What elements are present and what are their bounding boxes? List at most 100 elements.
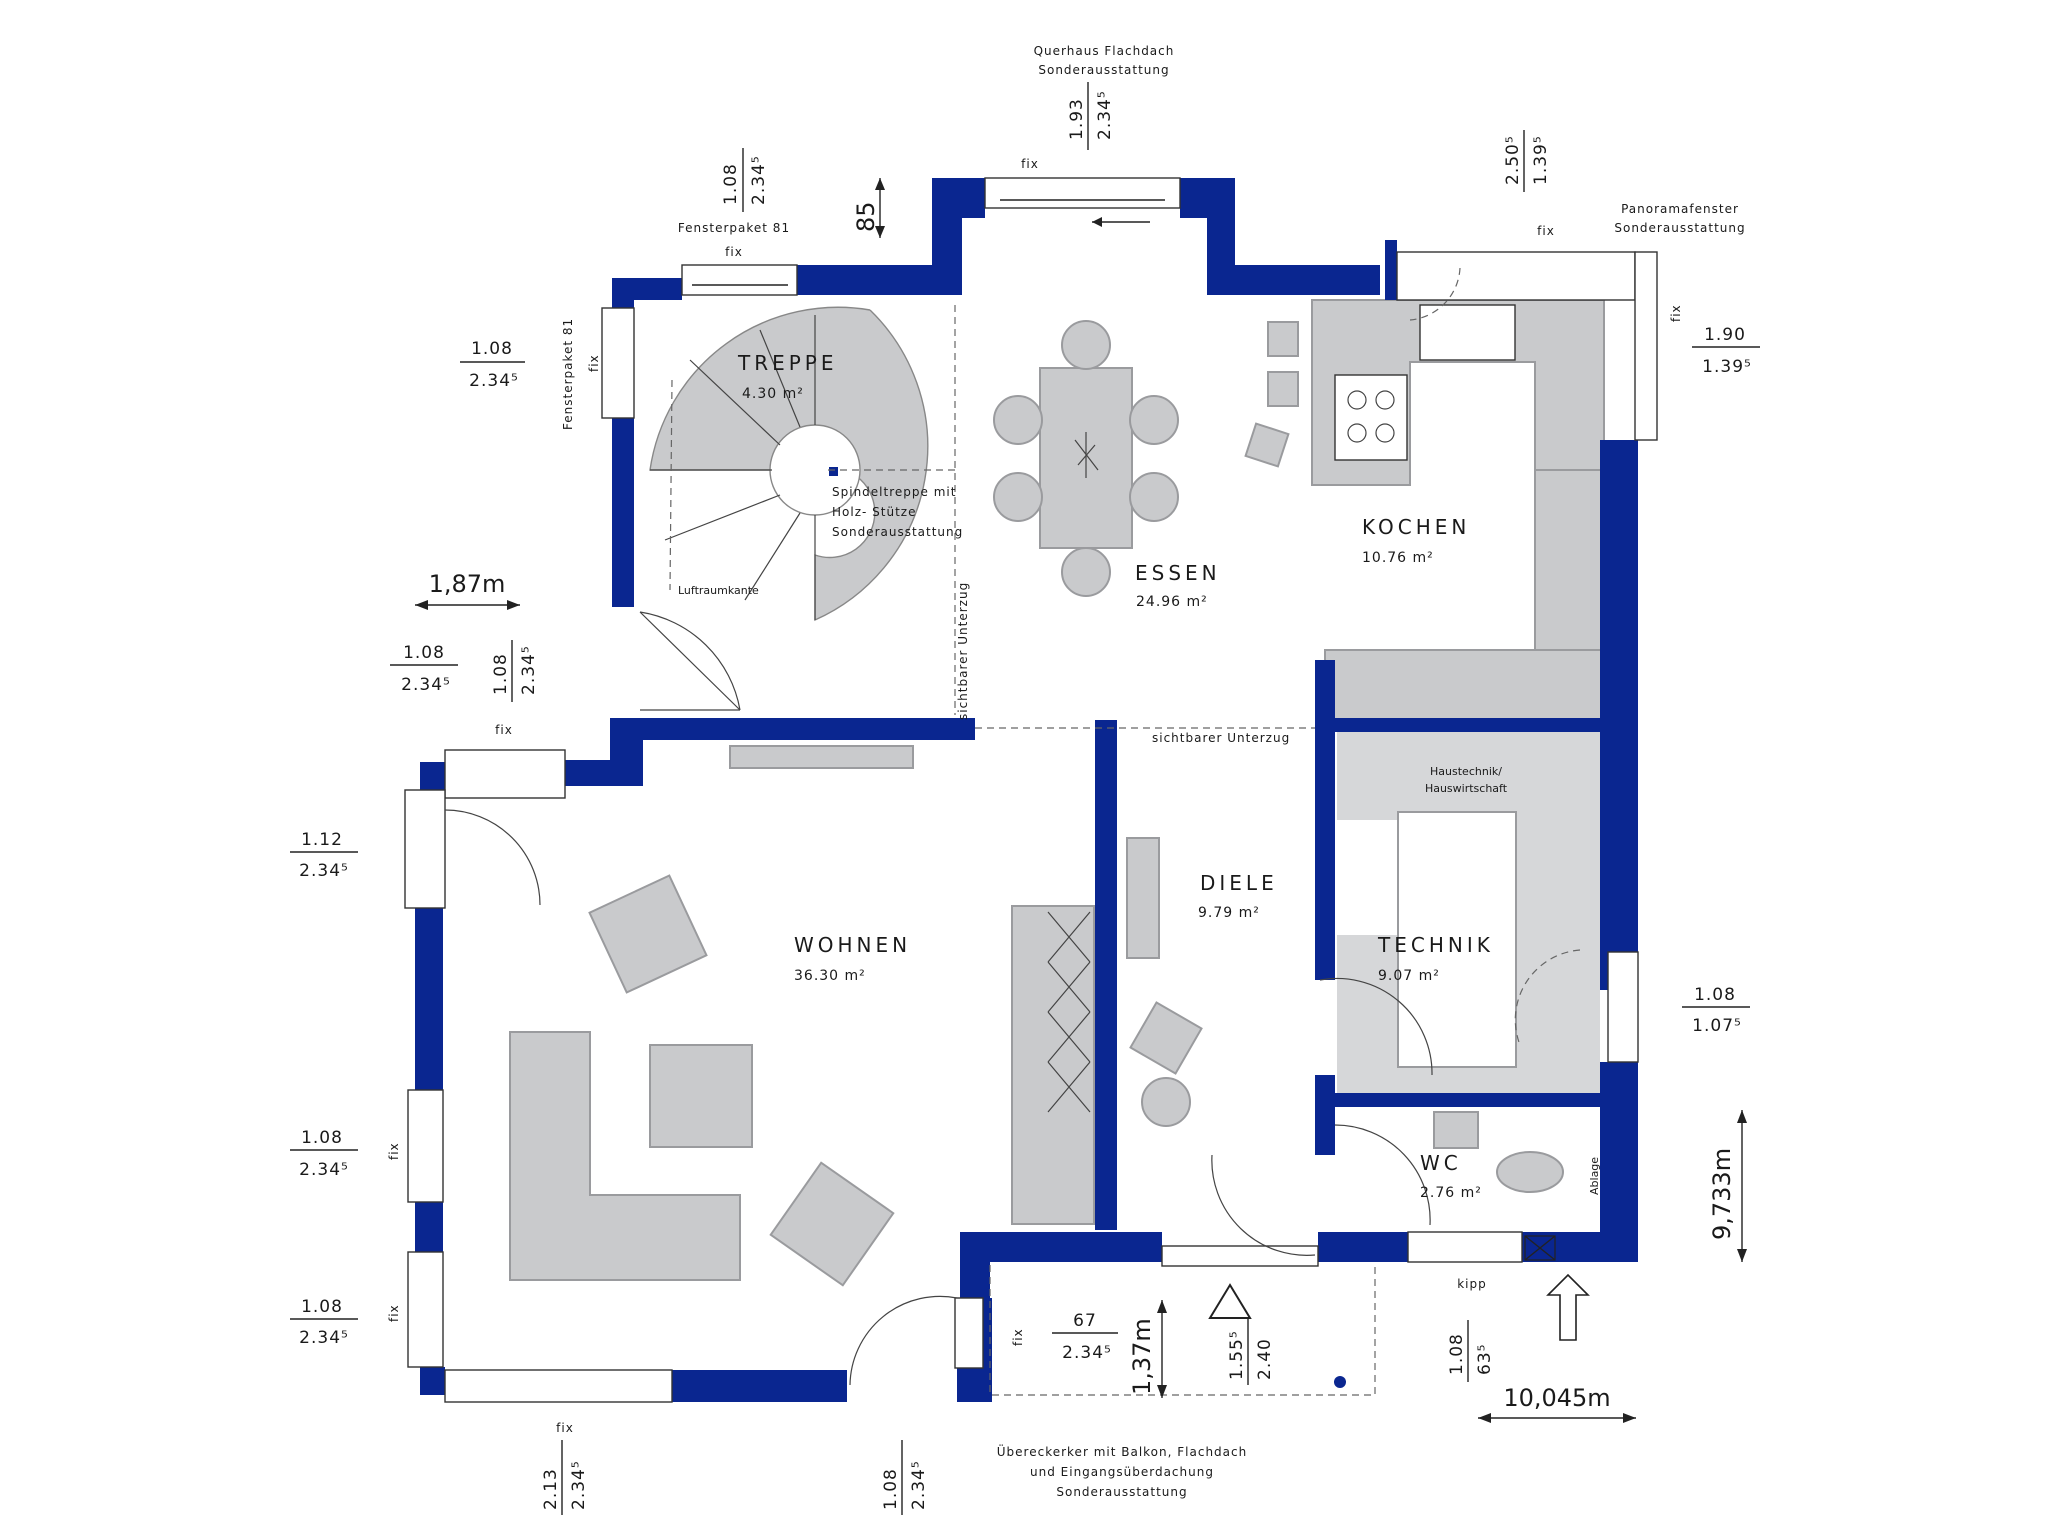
coffee-table-icon xyxy=(649,1044,753,1148)
svg-text:Sonderausstattung: Sonderausstattung xyxy=(1038,63,1169,77)
svg-text:1.93: 1.93 xyxy=(1067,98,1087,140)
technik-area xyxy=(1337,730,1600,1095)
svg-text:2.34⁵: 2.34⁵ xyxy=(519,645,539,695)
chair-icon xyxy=(993,472,1043,522)
svg-text:1.08: 1.08 xyxy=(1447,1333,1467,1375)
svg-text:2.34⁵: 2.34⁵ xyxy=(299,861,349,881)
svg-text:1.55⁵: 1.55⁵ xyxy=(1227,1330,1247,1380)
svg-text:2.34⁵: 2.34⁵ xyxy=(1095,90,1115,140)
room-area-wc: 2.76 m² xyxy=(1420,1185,1482,1201)
window-labels: fix fix fix fix fix fix fix fix fix fix … xyxy=(387,157,1683,1435)
svg-text:2.34⁵: 2.34⁵ xyxy=(1062,1343,1112,1363)
svg-text:2.34⁵: 2.34⁵ xyxy=(299,1160,349,1180)
room-name-wc: WC xyxy=(1420,1151,1462,1175)
window-panorama xyxy=(1396,251,1636,301)
entry-arrow-icon xyxy=(1546,1273,1590,1341)
svg-text:Fensterpaket 81: Fensterpaket 81 xyxy=(678,221,790,235)
windows xyxy=(404,177,1658,1403)
svg-text:Haustechnik/: Haustechnik/ xyxy=(1430,765,1502,778)
wc-fixtures xyxy=(1433,1111,1564,1193)
svg-text:1.39⁵: 1.39⁵ xyxy=(1531,135,1551,185)
exterior-walls xyxy=(415,178,1638,1402)
room-area-essen: 24.96 m² xyxy=(1136,594,1208,610)
toilet-icon xyxy=(1496,1151,1564,1193)
svg-text:fix: fix xyxy=(495,723,513,737)
chair-icon xyxy=(1129,1001,1203,1075)
north-triangle-icon xyxy=(1208,1283,1252,1319)
overhang-outlines xyxy=(975,727,1376,1396)
sofa-icon xyxy=(509,1031,741,1281)
room-area-wohnen: 36.30 m² xyxy=(794,968,866,984)
svg-text:Holz- Stütze: Holz- Stütze xyxy=(832,505,916,519)
room-name-technik: TECHNIK xyxy=(1377,933,1494,957)
svg-text:Sonderausstattung: Sonderausstattung xyxy=(1614,221,1745,235)
chair-icon xyxy=(1061,320,1111,370)
svg-text:1.08: 1.08 xyxy=(471,339,513,359)
svg-text:1,37m: 1,37m xyxy=(1128,1318,1156,1395)
svg-text:kipp: kipp xyxy=(1457,1277,1487,1291)
svg-text:2.34⁵: 2.34⁵ xyxy=(401,675,451,695)
shelf-unit-icon xyxy=(1011,905,1095,1225)
svg-text:1.90: 1.90 xyxy=(1704,325,1746,345)
svg-text:sichtbarer Unterzug: sichtbarer Unterzug xyxy=(1152,731,1290,745)
room-name-essen: ESSEN xyxy=(1135,561,1221,585)
svg-text:fix: fix xyxy=(387,1304,401,1322)
room-name-treppe: TREPPE xyxy=(737,351,838,375)
svg-text:1.39⁵: 1.39⁵ xyxy=(1702,357,1752,377)
svg-text:fix: fix xyxy=(387,1142,401,1160)
wall-top-right xyxy=(1180,178,1380,295)
plant-icon xyxy=(1074,432,1099,478)
armchair-icon xyxy=(769,1161,895,1287)
chair-icon xyxy=(1129,395,1179,445)
window-top xyxy=(984,177,1181,209)
window-entry xyxy=(954,1297,984,1369)
svg-text:Sonderausstattung: Sonderausstattung xyxy=(832,525,963,539)
room-labels: TREPPE 4.30 m² ESSEN 24.96 m² KOCHEN 10.… xyxy=(737,351,1494,1201)
room-area-technik: 9.07 m² xyxy=(1378,968,1440,984)
window-bottom xyxy=(444,1369,673,1403)
svg-text:2.34⁵: 2.34⁵ xyxy=(299,1328,349,1348)
svg-text:1.08: 1.08 xyxy=(301,1128,343,1148)
svg-text:Spindeltreppe mit: Spindeltreppe mit xyxy=(832,485,956,499)
svg-text:und Eingangsüberdachung: und Eingangsüberdachung xyxy=(1030,1465,1214,1479)
side-table-icon xyxy=(1141,1077,1191,1127)
svg-text:63⁵: 63⁵ xyxy=(1475,1344,1495,1375)
svg-text:fix: fix xyxy=(725,245,743,259)
room-area-treppe: 4.30 m² xyxy=(742,386,804,402)
svg-text:Sonderausstattung: Sonderausstattung xyxy=(1056,1485,1187,1499)
window-wohnen-top xyxy=(444,749,566,799)
svg-text:2.13: 2.13 xyxy=(541,1468,561,1510)
armchair-icon xyxy=(588,874,708,994)
spiral-staircase xyxy=(649,305,956,715)
notes: Querhaus Flachdach Sonderausstattung Fen… xyxy=(561,44,1745,1499)
kitchen-sink-icon xyxy=(1419,304,1516,361)
chair-icon xyxy=(1129,472,1179,522)
svg-text:fix: fix xyxy=(1011,1328,1025,1346)
kitchen-counter xyxy=(1311,299,1606,721)
window-fensterpaket xyxy=(681,264,798,296)
svg-text:2.34⁵: 2.34⁵ xyxy=(749,155,769,205)
svg-text:67: 67 xyxy=(1073,1311,1097,1331)
svg-text:fix: fix xyxy=(1021,157,1039,171)
svg-text:2.34⁵: 2.34⁵ xyxy=(569,1460,589,1510)
room-name-diele: DIELE xyxy=(1200,871,1278,895)
room-name-wohnen: WOHNEN xyxy=(794,933,911,957)
window-fensterpaket-left xyxy=(601,307,635,419)
window-left-1 xyxy=(407,1089,444,1203)
doors xyxy=(444,611,1581,1386)
svg-text:1,87m: 1,87m xyxy=(429,570,506,598)
wc-basin-icon xyxy=(1433,1111,1479,1149)
svg-text:Fensterpaket 81: Fensterpaket 81 xyxy=(561,318,575,430)
cooktop-icon xyxy=(1334,374,1408,461)
window-wohnen-door xyxy=(404,789,446,909)
svg-text:2.34⁵: 2.34⁵ xyxy=(469,371,519,391)
svg-text:10,045m: 10,045m xyxy=(1503,1384,1610,1412)
svg-text:1.08: 1.08 xyxy=(721,163,741,205)
chair-icon xyxy=(1061,547,1111,597)
svg-text:fix: fix xyxy=(1669,304,1683,322)
svg-text:2.40: 2.40 xyxy=(1255,1338,1275,1380)
wall-top-left xyxy=(795,178,985,295)
room-name-kochen: KOCHEN xyxy=(1362,515,1470,539)
svg-text:Panoramafenster: Panoramafenster xyxy=(1621,202,1739,216)
